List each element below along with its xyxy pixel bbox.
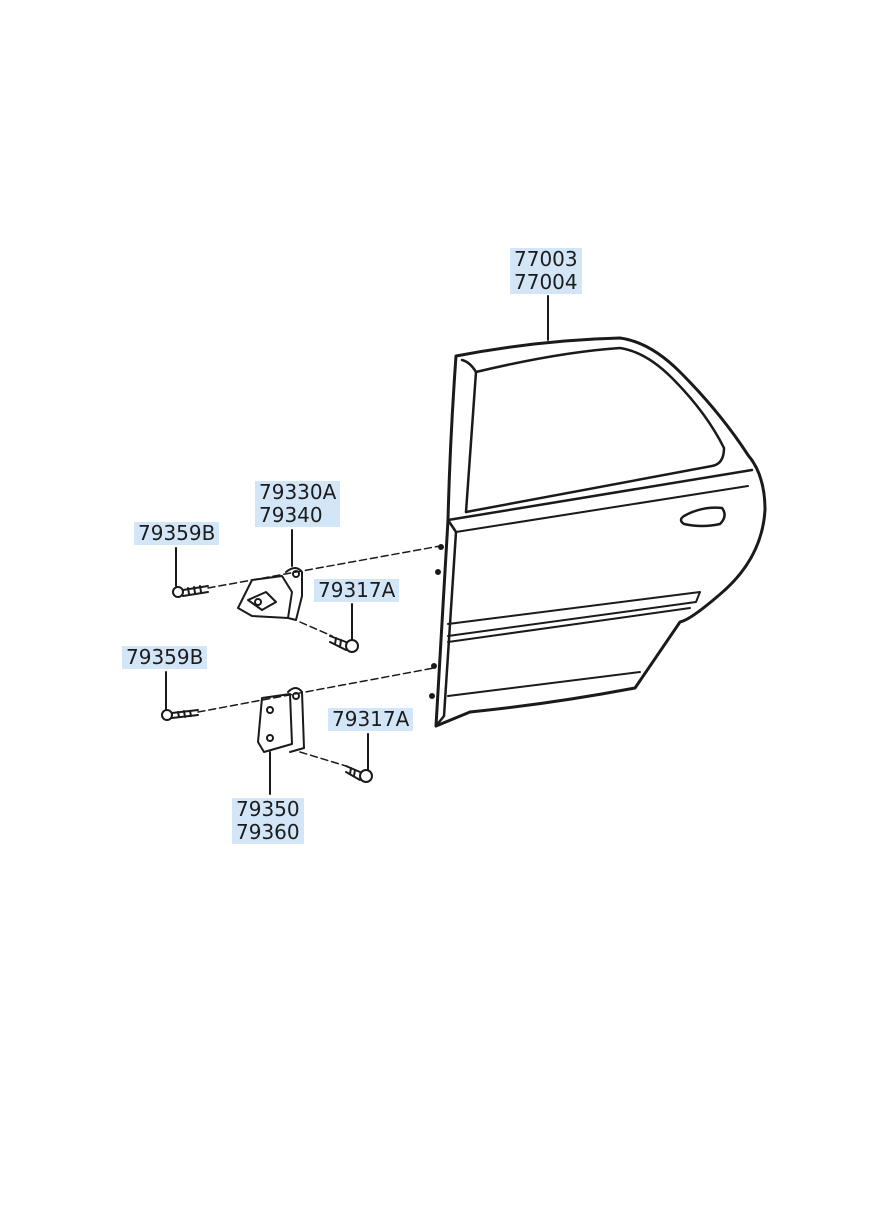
callout-upper-door-bolt[interactable]: 79317A [314, 578, 400, 602]
callout-upper-hinge-line2: 79340 [259, 503, 323, 527]
callout-upper-door-bolt-label: 79317A [318, 578, 396, 602]
door-lower-line [447, 671, 641, 697]
lower-hinge-hole-2 [266, 734, 274, 742]
lower-bolt-line [299, 751, 347, 767]
upper-hinge-plate [237, 575, 293, 619]
lower-hinge-bolt [161, 709, 199, 721]
upper-hinge-knuckle [285, 567, 303, 621]
window-frame [460, 358, 478, 514]
upper-hinge-bolt [172, 585, 209, 598]
upper-hinge-hole [292, 570, 300, 578]
callout-lower-hinge-bolt-label: 79359B [126, 645, 204, 669]
lower-assembly-line [197, 667, 435, 713]
callout-upper-hinge-part-numbers[interactable]: 79330A 79340 [255, 480, 341, 527]
callout-lower-hinge-line1: 79350 [236, 797, 300, 821]
lower-hinge-plate [257, 693, 293, 753]
assembly-lines [197, 545, 441, 767]
upper-hinge-hole-2 [254, 598, 262, 606]
callout-door-line1: 77003 [514, 247, 578, 271]
upper-assembly-line [207, 545, 441, 589]
pillar-hole-2 [435, 569, 441, 575]
callout-lower-door-bolt[interactable]: 79317A [328, 707, 414, 731]
upper-hinge-plate-detail [247, 591, 277, 611]
lower-door-hinge [257, 687, 305, 753]
lower-door-bolt [345, 765, 373, 783]
callout-door-part-numbers[interactable]: 77003 77004 [510, 248, 582, 294]
pillar-hole-1 [438, 544, 444, 550]
window-glass-outline [464, 346, 726, 514]
leader-lines [165, 295, 549, 795]
callout-upper-hinge-bolt-label: 79359B [138, 521, 216, 545]
door-belt-line [446, 468, 754, 522]
callout-upper-hinge-line1: 79330A [259, 480, 337, 504]
callout-lower-hinge-part-numbers[interactable]: 79350 79360 [232, 798, 304, 844]
callout-lower-hinge-bolt[interactable]: 79359B [122, 645, 208, 669]
upper-door-hinge [237, 567, 303, 621]
pillar-hole-4 [429, 693, 435, 699]
door-side-molding [447, 591, 701, 637]
rear-door-panel [429, 336, 767, 728]
door-belt-line-lower [455, 485, 749, 533]
upper-bolt-line [299, 621, 333, 637]
door-outline [434, 336, 767, 728]
callout-door-line2: 77004 [514, 270, 578, 294]
callout-upper-hinge-bolt[interactable]: 79359B [134, 521, 220, 545]
upper-door-bolt [329, 635, 359, 653]
door-side-molding-edge [447, 607, 691, 643]
callout-lower-hinge-line2: 79360 [236, 820, 300, 844]
pillar-hole-3 [431, 663, 437, 669]
door-handle [679, 506, 726, 528]
lower-hinge-hole-1 [266, 706, 274, 714]
callout-lower-door-bolt-label: 79317A [332, 707, 410, 731]
